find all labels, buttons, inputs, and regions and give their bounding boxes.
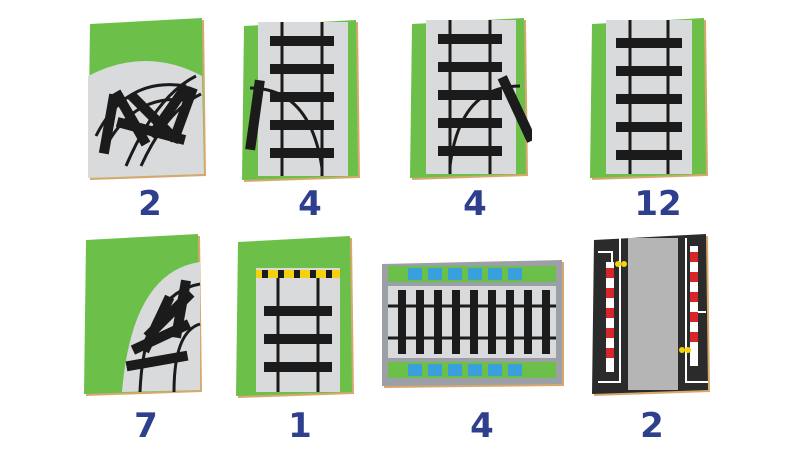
tile-buffer-stop[interactable]	[234, 234, 358, 402]
tile-count: 4	[470, 406, 494, 446]
tile-switch-left[interactable]	[240, 18, 364, 186]
tile-count: 4	[298, 184, 322, 224]
tile-count: 7	[134, 406, 158, 446]
tile-level-crossing[interactable]	[590, 232, 714, 400]
tile-count: 12	[634, 184, 682, 224]
tile-straight[interactable]	[588, 16, 712, 184]
tile-junction[interactable]	[86, 16, 210, 184]
tile-count: 2	[138, 184, 162, 224]
tile-switch-right[interactable]	[408, 16, 532, 184]
tile-curve[interactable]	[82, 232, 206, 400]
tile-count: 4	[463, 184, 487, 224]
tile-count: 1	[288, 406, 312, 446]
tile-station[interactable]	[378, 260, 568, 390]
tile-count: 2	[640, 406, 664, 446]
